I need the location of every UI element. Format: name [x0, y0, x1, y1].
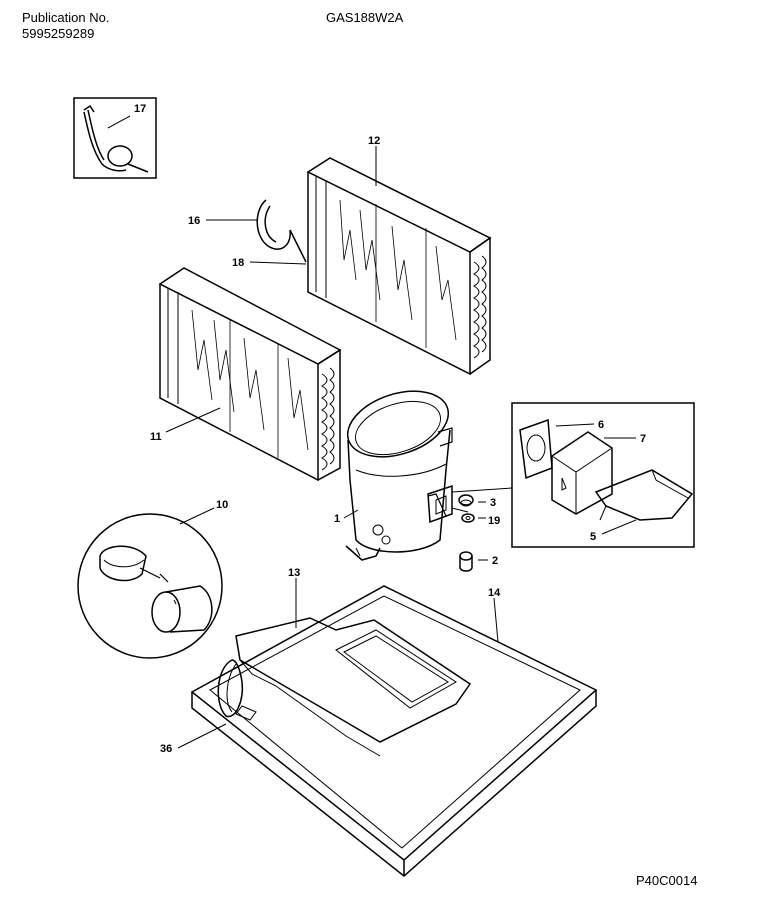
- part-2-grommet: [459, 551, 473, 572]
- callout-1: 1: [334, 513, 340, 525]
- callout-11: 11: [150, 431, 162, 443]
- publication-number: 5995259289: [22, 26, 95, 41]
- callout-16: 16: [188, 215, 200, 227]
- compressor-terminal-block: [427, 484, 513, 524]
- part-19-washer: [461, 513, 475, 523]
- publication-label: Publication No.: [22, 10, 110, 25]
- part-10-capacitor: [77, 513, 223, 659]
- callout-10: 10: [216, 499, 228, 511]
- callout-3: 3: [490, 497, 496, 509]
- callout-19: 19: [488, 515, 500, 527]
- callout-13: 13: [288, 567, 300, 579]
- callout-17: 17: [134, 103, 146, 115]
- callout-labels: 17 12 16 18 11 6 7 3 19 1 5 2 10 13 14 3…: [134, 103, 646, 755]
- part-36-wire-loop: [217, 659, 244, 718]
- callout-2: 2: [492, 555, 498, 567]
- part-16-capillary-tube: [256, 199, 307, 263]
- leader-lines: [107, 115, 637, 749]
- part-terminal-cover-group: [511, 402, 695, 548]
- part-1-compressor: [345, 390, 453, 561]
- callout-36: 36: [160, 743, 172, 755]
- part-14-base-pan: [190, 585, 598, 877]
- part-17-sensor: [73, 97, 157, 179]
- callout-6: 6: [598, 419, 604, 431]
- part-11-evaporator-coil: [158, 267, 342, 482]
- callout-12: 12: [368, 135, 380, 147]
- callout-14: 14: [488, 587, 501, 599]
- part-12-condenser-coil: [306, 157, 492, 376]
- callout-5: 5: [590, 531, 596, 543]
- part-13-partition: [235, 617, 472, 757]
- drawing-code: P40C0014: [636, 873, 698, 888]
- part-3-grommet: [458, 494, 474, 507]
- callout-18: 18: [232, 257, 244, 269]
- callout-7: 7: [640, 433, 646, 445]
- model-number: GAS188W2A: [326, 10, 404, 25]
